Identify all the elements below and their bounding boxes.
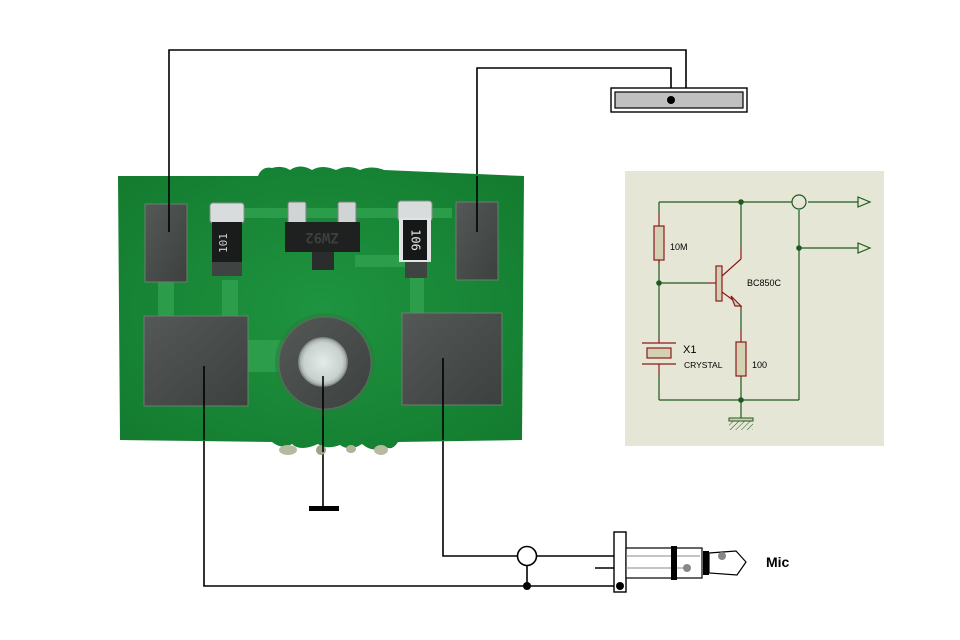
resistor-10m-label: 10M bbox=[670, 242, 688, 252]
contact-strip bbox=[610, 87, 748, 113]
resistor-100 bbox=[735, 341, 747, 377]
junction-dot bbox=[523, 582, 531, 590]
smd-resistor-right: 106 bbox=[397, 200, 433, 278]
resistor-100-label: 100 bbox=[752, 360, 767, 370]
transistor-bc850c bbox=[707, 248, 743, 310]
resistor-left-code: 101 bbox=[217, 233, 230, 253]
smd-transistor: ZW92 bbox=[285, 201, 360, 270]
pad-bottom-left bbox=[143, 315, 249, 407]
transistor-label: BC850C bbox=[747, 278, 782, 288]
pcb-board: 101 ZW92 106 bbox=[118, 166, 524, 455]
transistor-marking: ZW92 bbox=[305, 229, 339, 245]
schematic-ground bbox=[728, 417, 754, 422]
pad-top-left bbox=[144, 203, 188, 283]
resistor-10m bbox=[653, 225, 665, 261]
crystal-x1 bbox=[642, 338, 676, 376]
jack-sleeve-dot bbox=[616, 582, 624, 590]
ground-symbol bbox=[309, 506, 339, 511]
schematic-open-terminal bbox=[791, 194, 807, 210]
smd-resistor-left: 101 bbox=[209, 202, 245, 276]
wire-crossover-circle bbox=[516, 545, 538, 567]
contact-dot bbox=[667, 96, 675, 104]
schematic-inset: 10M BC850C X1 CRYSTAL 100 bbox=[625, 171, 884, 446]
output-arrow-2 bbox=[857, 242, 872, 254]
wire-top-outer bbox=[168, 49, 687, 232]
output-arrow-1 bbox=[857, 196, 872, 208]
jack-label: Mic bbox=[766, 554, 790, 570]
pad-bottom-right bbox=[401, 312, 503, 406]
crystal-ref: X1 bbox=[683, 344, 696, 356]
crystal-label: CRYSTAL bbox=[684, 360, 723, 370]
audio-jack: Mic bbox=[595, 531, 790, 593]
wire-top-inner bbox=[476, 67, 672, 232]
resistor-right-code: 106 bbox=[409, 229, 423, 251]
